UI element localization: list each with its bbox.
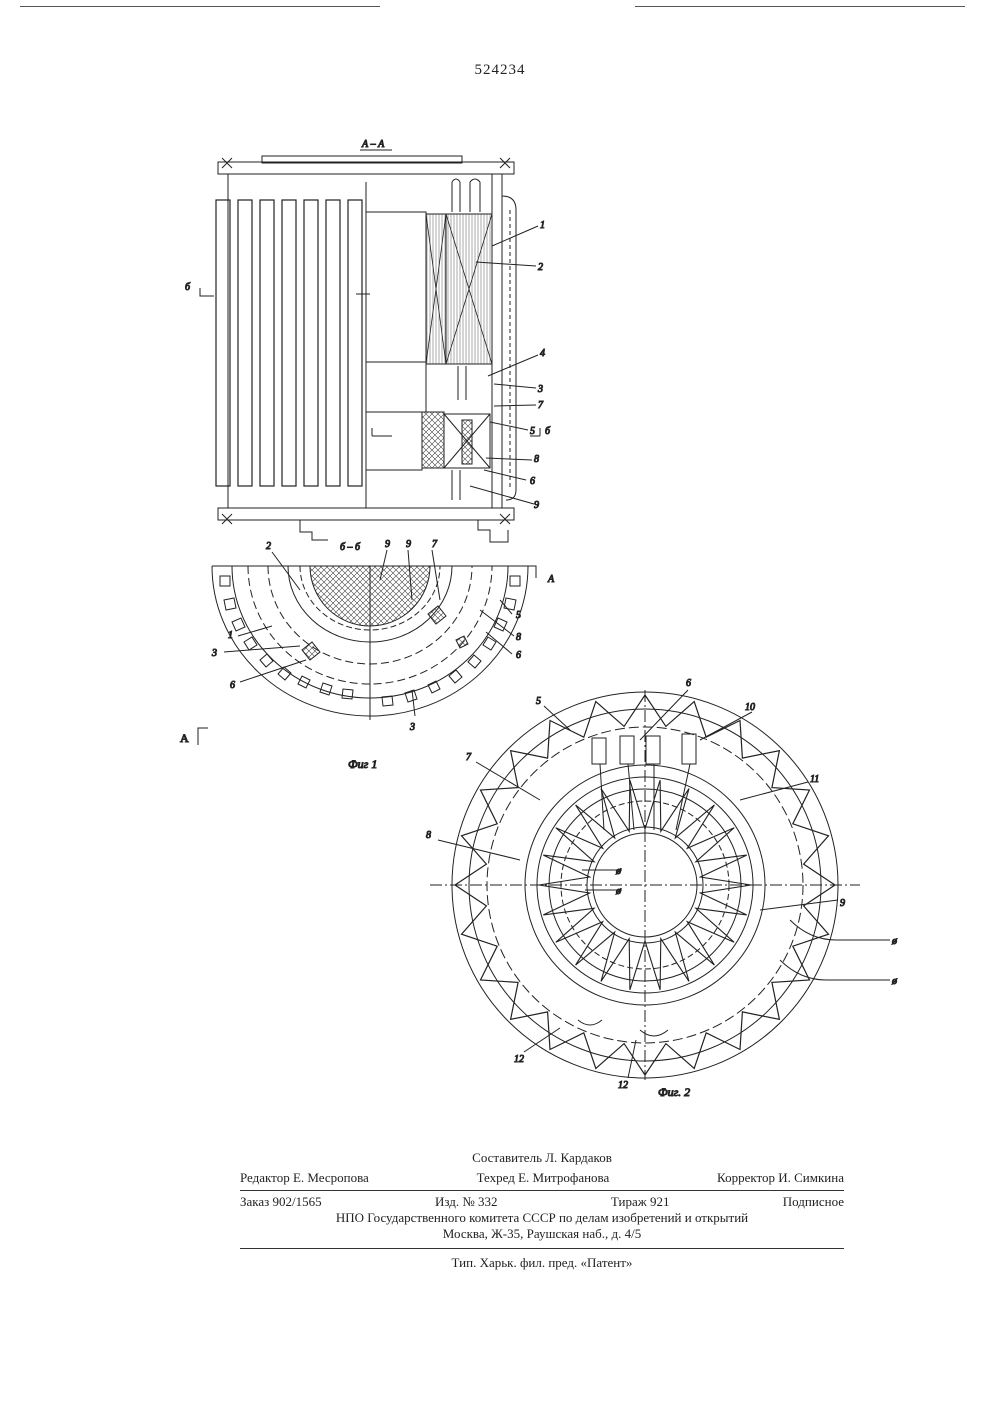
lower-callout-9a: 9 <box>385 539 390 550</box>
figure1-caption: Фиг 1 <box>348 757 377 771</box>
order-number: Заказ 902/1565 <box>240 1194 322 1210</box>
phase-symbol-2: ø <box>615 886 622 897</box>
figure1-callouts: 1 2 4 3 7 5 8 6 9 <box>530 220 545 511</box>
printer: Тип. Харьк. фил. пред. «Патент» <box>240 1255 844 1271</box>
callout-3: 3 <box>537 384 543 395</box>
phase-symbol-4: ø <box>891 976 898 987</box>
technical-drawings: А – А <box>0 0 1000 1110</box>
fig2-callout-7: 7 <box>466 752 472 763</box>
editors-row: Редактор Е. Месропова Техред Е. Митрофан… <box>240 1170 844 1186</box>
cut-mark-b-right: б <box>545 426 551 437</box>
editor: Редактор Е. Месропова <box>240 1170 369 1186</box>
callout-2: 2 <box>538 262 543 273</box>
callout-9: 9 <box>534 500 539 511</box>
fig2-callout-6: 6 <box>686 678 691 689</box>
fig2-callout-12b: 12 <box>618 1080 628 1091</box>
lower-callout-7: 7 <box>432 539 438 550</box>
callout-5: 5 <box>530 426 535 437</box>
fig2-callout-5: 5 <box>536 696 541 707</box>
lower-callout-8: 8 <box>516 632 521 643</box>
lower-callout-9b: 9 <box>406 539 411 550</box>
order-row: Заказ 902/1565 Изд. № 332 Тираж 921 Подп… <box>240 1194 844 1210</box>
address: Москва, Ж-35, Раушская наб., д. 4/5 <box>240 1226 844 1242</box>
fig2-callout-8: 8 <box>426 830 431 841</box>
callout-6: 6 <box>530 476 535 487</box>
callout-7: 7 <box>538 400 544 411</box>
lower-callout-1: 1 <box>228 630 233 641</box>
lower-callout-6: 6 <box>516 650 521 661</box>
edition-number: Изд. № 332 <box>435 1194 498 1210</box>
phase-symbols: ø ø ø ø <box>615 866 898 987</box>
fig2-callout-11: 11 <box>810 774 819 785</box>
fig2-callout-10: 10 <box>745 702 755 713</box>
phase-symbol-1: ø <box>615 866 622 877</box>
imprint-block: Составитель Л. Кардаков Редактор Е. Меср… <box>240 1150 844 1271</box>
figure1-half-section: б – б А А 2 9 9 7 <box>180 539 555 771</box>
figure1-section-view: А – А <box>185 139 551 542</box>
lower-callout-6b: 6 <box>230 680 235 691</box>
figure2-caption: Фиг. 2 <box>658 1085 690 1099</box>
cut-mark-a-left: А <box>180 731 189 745</box>
subscription: Подписное <box>783 1194 844 1210</box>
callout-8: 8 <box>534 454 539 465</box>
compiler-line: Составитель Л. Кардаков <box>240 1150 844 1166</box>
section-title-aa: А – А <box>361 139 385 150</box>
lower-callout-3b: 3 <box>409 722 415 733</box>
cut-mark-b-left: б <box>185 282 191 293</box>
lower-callout-2: 2 <box>266 541 271 552</box>
organization: НПО Государственного комитета СССР по де… <box>240 1210 844 1226</box>
phase-symbol-3: ø <box>891 936 898 947</box>
section-title-bb: б – б <box>340 542 361 553</box>
circulation: Тираж 921 <box>611 1194 670 1210</box>
lower-callout-3: 3 <box>211 648 217 659</box>
corrector: Корректор И. Симкина <box>717 1170 844 1186</box>
fig2-callout-9: 9 <box>840 898 845 909</box>
lower-callout-5: 5 <box>516 610 521 621</box>
tech-editor: Техред Е. Митрофанова <box>477 1170 610 1186</box>
cut-mark-a-top: А <box>547 574 555 585</box>
figure2-winding-diagram: 5 6 10 7 11 8 9 12 12 ø ø ø ø Фиг. 2 <box>426 678 898 1099</box>
callout-1: 1 <box>540 220 545 231</box>
fig2-callout-12a: 12 <box>514 1054 524 1065</box>
callout-4: 4 <box>540 348 545 359</box>
